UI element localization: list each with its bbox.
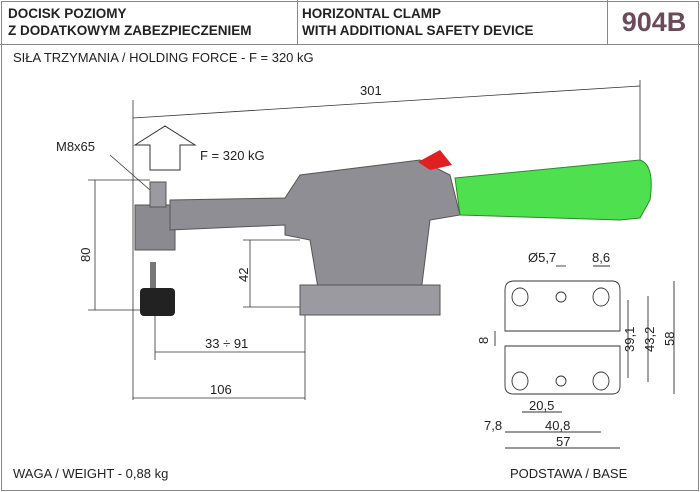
weight-text: WAGA / WEIGHT - 0,88 kg <box>13 466 169 481</box>
base-d4: 20,5 <box>529 398 554 413</box>
dim-arm-height: 42 <box>236 268 251 282</box>
dim-screw: M8x65 <box>56 139 95 154</box>
title-pl-line1: DOCISK POZIOMY <box>8 6 127 21</box>
force-arrow-icon <box>133 125 197 171</box>
dim-overall: 301 <box>360 83 382 98</box>
base-d6: 40,8 <box>545 418 570 433</box>
base-label: PODSTAWA / BASE <box>510 466 628 481</box>
clamp-illustration <box>134 150 652 316</box>
title-polish: DOCISK POZIOMY Z DODATKOWYM ZABEZPIECZENI… <box>8 0 296 45</box>
holding-force-text: SIŁA TRZYMANIA / HOLDING FORCE - F = 320… <box>13 50 314 65</box>
dim-height: 80 <box>78 248 93 262</box>
base-d2: 43,2 <box>642 327 657 352</box>
title-en-line2: WITH ADDITIONAL SAFETY DEVICE <box>302 23 534 38</box>
base-drawing <box>494 265 675 449</box>
title-block: DOCISK POZIOMY Z DODATKOWYM ZABEZPIECZENI… <box>0 0 700 45</box>
title-en-line1: HORIZONTAL CLAMP <box>302 6 441 21</box>
base-d3: 58 <box>662 332 677 346</box>
base-d1: 39,1 <box>622 327 637 352</box>
dimension-lines <box>88 80 641 400</box>
title-english: HORIZONTAL CLAMP WITH ADDITIONAL SAFETY D… <box>297 0 607 45</box>
base-d5: 7,8 <box>484 418 502 433</box>
base-hole-small: Ø5,7 <box>528 250 556 265</box>
base-slot: 8 <box>476 337 491 344</box>
title-pl-line2: Z DODATKOWYM ZABEZPIECZENIEM <box>8 23 252 38</box>
dim-length: 106 <box>210 382 232 397</box>
model-number: 904B <box>607 0 700 45</box>
base-hole-large: 8,6 <box>592 250 610 265</box>
dim-spindle-range: 33 ÷ 91 <box>205 336 248 351</box>
base-d7: 57 <box>556 434 570 449</box>
dim-force: F = 320 kG <box>200 148 265 163</box>
